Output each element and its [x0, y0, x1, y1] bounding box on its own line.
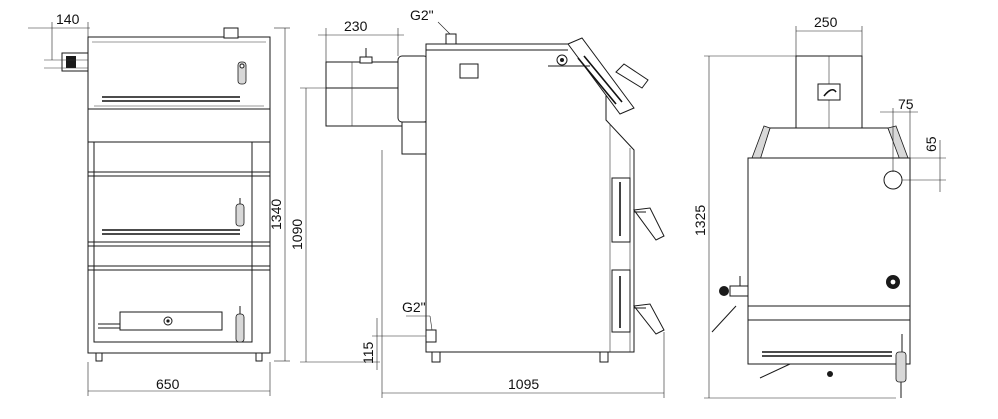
front-ash-drawer — [98, 311, 223, 331]
dim-side-low-conn: 115 — [360, 341, 376, 364]
side-upper-door — [611, 177, 665, 243]
side-label-plate — [459, 63, 479, 79]
rear-foot-screw — [827, 371, 833, 377]
side-dimensions: 230 G2" G2" 1090 115 1095 — [289, 7, 665, 398]
side-foot-left — [431, 351, 441, 363]
side-foot-right — [599, 351, 609, 363]
dim-side-outlet: 230 — [344, 18, 368, 34]
dim-rear-offset-x: 75 — [898, 96, 914, 112]
front-handle-icon — [44, 52, 247, 85]
side-bottom-connection — [425, 329, 437, 343]
dim-side-height: 1090 — [289, 219, 305, 250]
dim-rear-flue: 250 — [814, 14, 838, 30]
rear-connection-port — [883, 170, 903, 190]
side-top-thread-label: G2" — [410, 7, 434, 23]
side-flue-pipe — [325, 61, 405, 127]
rear-view — [711, 55, 911, 398]
side-lower-door — [611, 269, 665, 335]
rear-body — [747, 157, 911, 365]
front-foot-left — [95, 352, 103, 362]
dim-rear-height: 1325 — [692, 205, 708, 236]
dim-front-height: 1340 — [268, 199, 284, 230]
side-view — [325, 33, 665, 363]
dim-front-width: 650 — [156, 376, 180, 392]
rear-dimensions: 250 75 65 1325 — [692, 14, 946, 399]
side-lid — [548, 37, 649, 115]
front-dimensions: 140 650 1340 — [28, 11, 290, 396]
front-middle-vents — [102, 229, 240, 235]
dim-rear-offset-y: 65 — [923, 136, 939, 152]
front-door-handle-icon — [235, 198, 245, 343]
side-bottom-thread-label: G2" — [402, 299, 426, 315]
rear-vents — [762, 351, 892, 357]
front-top-vents — [94, 96, 264, 107]
rear-drain-valve-icon — [895, 334, 907, 398]
rear-hood — [759, 127, 901, 159]
front-foot-right — [255, 352, 263, 362]
front-top-flue-stub — [223, 27, 239, 39]
side-top-connection — [445, 33, 457, 45]
front-view — [44, 27, 271, 362]
dim-side-length: 1095 — [508, 376, 539, 392]
dim-front-handle: 140 — [56, 11, 80, 27]
rear-valve-icon — [711, 276, 749, 333]
